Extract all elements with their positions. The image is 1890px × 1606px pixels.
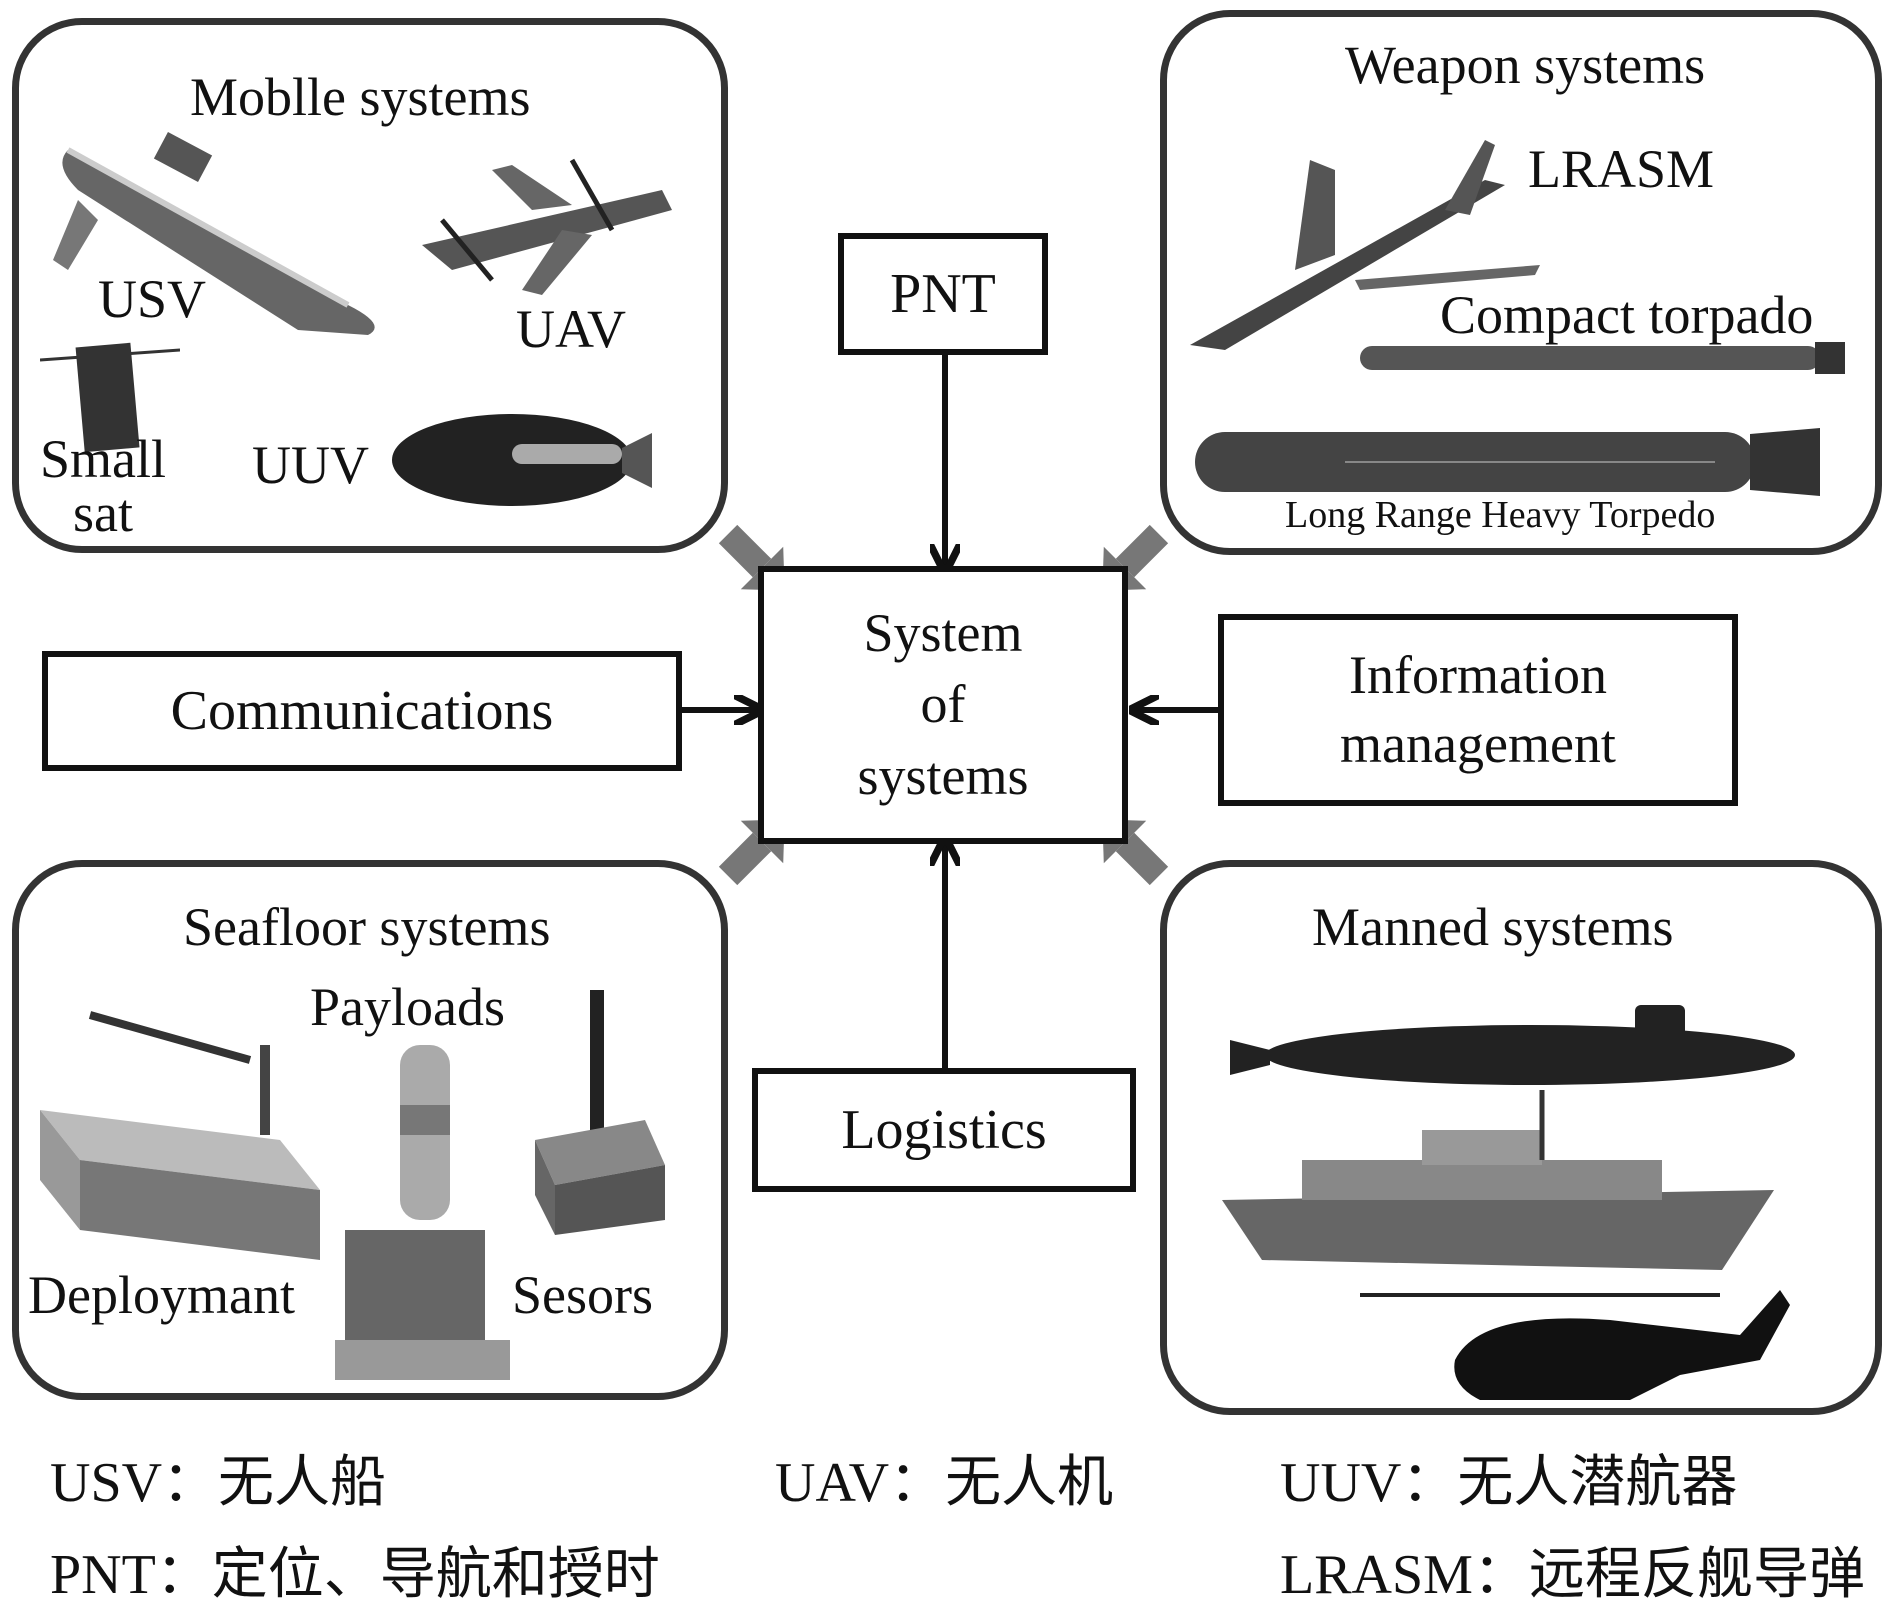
heavy-torpedo-label: Long Range Heavy Torpedo <box>1285 494 1716 536</box>
information-line-1: Information <box>1349 644 1607 705</box>
smallsat-line-1: Small <box>40 429 167 489</box>
seafloor-systems-panel <box>12 860 728 1400</box>
payload-image <box>400 1045 450 1220</box>
logistics-label: Logistics <box>841 1099 1047 1161</box>
smallsat-label: Small sat <box>40 432 166 540</box>
weapon-systems-panel <box>1160 10 1882 555</box>
center-line-1: System <box>863 603 1023 664</box>
communications-box: Communications <box>42 651 682 771</box>
center-line-2: of <box>920 674 966 735</box>
deploy-frame-image <box>335 1230 510 1380</box>
deployment-label: Deploymant <box>28 1265 295 1325</box>
legend-usv: USV：无人船 <box>50 1452 387 1514</box>
compact-torpedo-image <box>1360 342 1845 374</box>
lrasm-label: LRASM <box>1528 139 1715 199</box>
uuv-label: UUV <box>252 435 369 495</box>
information-management-box: Information management <box>1218 614 1738 806</box>
center-line-3: systems <box>857 745 1029 806</box>
deployment-image <box>40 1011 320 1260</box>
pnt-label: PNT <box>890 263 996 325</box>
information-line-2: management <box>1340 714 1616 774</box>
smallsat-line-2: sat <box>73 483 133 543</box>
compact-torpedo-label: Compact torpado <box>1440 285 1814 345</box>
legend-pnt: PNT：定位、导航和授时 <box>50 1544 660 1606</box>
system-of-systems-box: System of systems <box>758 566 1128 844</box>
mobile-systems-title: Moblle systems <box>190 67 531 127</box>
sensors-label: Sesors <box>512 1265 654 1325</box>
payloads-label: Payloads <box>310 977 505 1037</box>
legend-uav: UAV：无人机 <box>775 1452 1114 1514</box>
legend-uuv: UUV：无人潜航器 <box>1280 1452 1738 1514</box>
seafloor-systems-title: Seafloor systems <box>183 897 551 957</box>
weapon-systems-title: Weapon systems <box>1345 35 1706 95</box>
helicopter-image <box>1360 1290 1790 1400</box>
submarine-image <box>1230 1005 1795 1085</box>
logistics-box: Logistics <box>752 1068 1136 1192</box>
uuv-image <box>392 414 652 506</box>
legend-lrasm: LRASM：远程反舰导弹 <box>1280 1544 1865 1606</box>
mobile-systems-panel <box>12 18 728 553</box>
pnt-box: PNT <box>838 233 1048 355</box>
uav-image <box>422 158 672 295</box>
destroyer-image <box>1222 1090 1774 1270</box>
lrasm-image <box>1190 140 1540 350</box>
uav-label: UAV <box>516 299 627 359</box>
heavy-torpedo-image <box>1195 428 1820 496</box>
usv-label: USV <box>98 269 207 329</box>
communications-label: Communications <box>170 680 554 742</box>
sensor-image <box>535 990 665 1235</box>
manned-systems-title: Manned systems <box>1312 897 1674 957</box>
manned-systems-panel <box>1160 860 1882 1415</box>
smallsat-image <box>40 342 180 453</box>
usv-image <box>53 132 375 335</box>
